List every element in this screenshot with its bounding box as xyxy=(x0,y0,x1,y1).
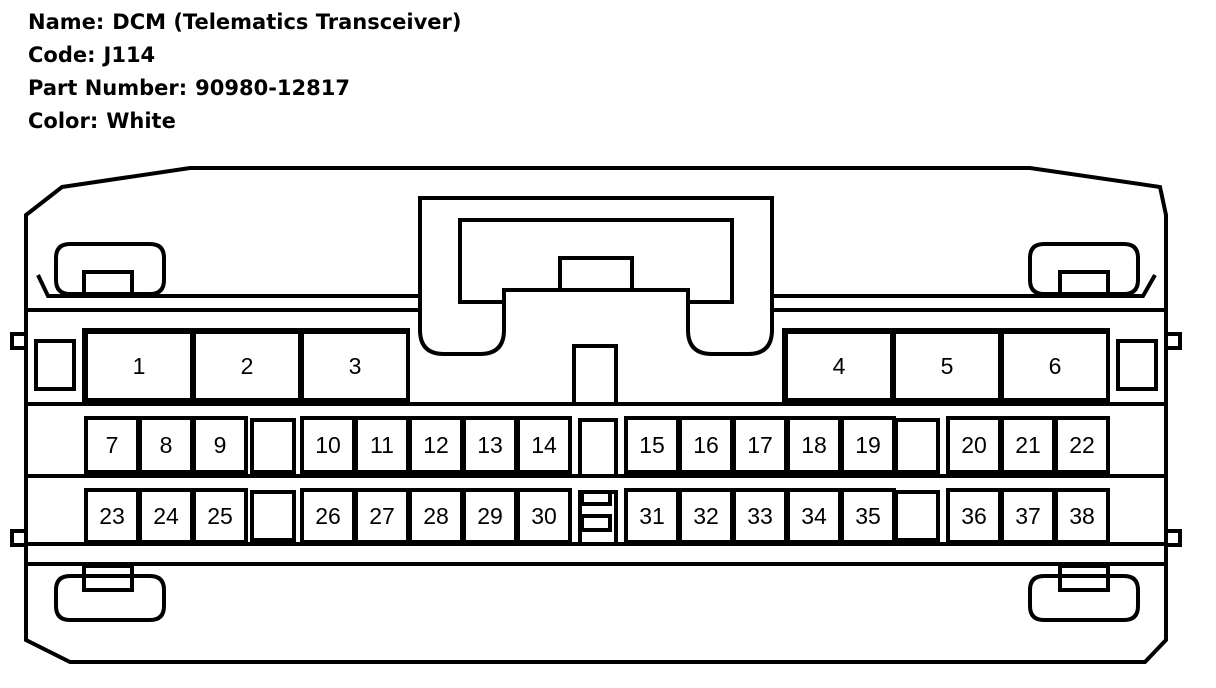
blank-cavity xyxy=(250,490,296,542)
pin-number-label: 33 xyxy=(747,503,773,529)
left-side-tab xyxy=(10,529,28,547)
code-value: J114 xyxy=(103,43,156,67)
pin-number-label: 12 xyxy=(423,432,449,458)
color-label: Color: xyxy=(28,109,99,133)
pin-number-label: 17 xyxy=(747,432,773,458)
pin-cavity xyxy=(1000,330,1110,402)
pin-number-label: 19 xyxy=(855,432,881,458)
connector-info: Name: DCM (Telematics Transceiver) Code: J… xyxy=(28,6,461,138)
blank-cavity xyxy=(894,418,940,474)
name-value: DCM (Telematics Transceiver) xyxy=(112,10,462,34)
bottom-right-latch-tab xyxy=(1058,564,1110,592)
key-rib xyxy=(580,514,612,532)
pin-cavity xyxy=(516,416,572,474)
right-side-tab xyxy=(1164,332,1182,350)
pin-number-label: 38 xyxy=(1069,503,1095,529)
pin-cavity xyxy=(840,488,896,544)
pin-number-label: 13 xyxy=(477,432,503,458)
pin-number-label: 10 xyxy=(315,432,341,458)
pin-number-label: 28 xyxy=(423,503,449,529)
pin-cavity xyxy=(1054,488,1110,544)
pin-number-label: 4 xyxy=(833,353,846,379)
pin-number-label: 5 xyxy=(941,353,954,379)
key-slot-window xyxy=(578,418,618,478)
code-label: Code: xyxy=(28,43,96,67)
name-label: Name: xyxy=(28,10,105,34)
name-row: Name: DCM (Telematics Transceiver) xyxy=(28,6,461,39)
code-row: Code: J114 xyxy=(28,39,461,72)
pin-cavity xyxy=(192,488,248,544)
pin-number-label: 18 xyxy=(801,432,827,458)
pin-number-label: 16 xyxy=(693,432,719,458)
pin-cavity xyxy=(516,488,572,544)
pin-number-label: 32 xyxy=(693,503,719,529)
color-value: White xyxy=(106,109,176,133)
pin-number-label: 31 xyxy=(639,503,665,529)
color-row: Color: White xyxy=(28,105,461,138)
pin-number-label: 6 xyxy=(1049,353,1062,379)
pin-number-label: 30 xyxy=(531,503,557,529)
part-number-label: Part Number: xyxy=(28,76,188,100)
pin-number-label: 36 xyxy=(961,503,987,529)
pin-number-label: 34 xyxy=(801,503,827,529)
pin-number-label: 24 xyxy=(153,503,179,529)
lock-tower-inner xyxy=(458,218,734,304)
key-rib xyxy=(580,490,612,506)
key-slot xyxy=(572,344,618,404)
pin-number-label: 15 xyxy=(639,432,665,458)
pin-number-label: 23 xyxy=(99,503,125,529)
pin-number-label: 2 xyxy=(241,353,254,379)
part-number-value: 90980-12817 xyxy=(195,76,350,100)
pin-number-label: 9 xyxy=(214,432,227,458)
pin-number-label: 37 xyxy=(1015,503,1041,529)
left-side-tab xyxy=(10,332,28,350)
part-number-row: Part Number: 90980-12817 xyxy=(28,72,461,105)
pin-number-label: 3 xyxy=(349,353,362,379)
right-square-window xyxy=(1116,339,1158,391)
pin-number-label: 21 xyxy=(1015,432,1041,458)
pin-number-label: 20 xyxy=(961,432,987,458)
pin-cavity xyxy=(840,416,896,474)
pin-number-label: 22 xyxy=(1069,432,1095,458)
top-right-latch xyxy=(1028,242,1140,296)
top-right-latch-tab xyxy=(1058,270,1110,298)
bottom-left-latch xyxy=(54,574,166,622)
right-side-tab xyxy=(1164,529,1182,547)
pin-number-label: 7 xyxy=(106,432,119,458)
pin-cavity xyxy=(300,330,410,402)
pin-number-label: 25 xyxy=(207,503,233,529)
pin-number-label: 8 xyxy=(160,432,173,458)
pin-number-label: 26 xyxy=(315,503,341,529)
left-square-window xyxy=(34,339,76,391)
pin-number-label: 14 xyxy=(531,432,557,458)
top-left-latch-tab xyxy=(82,270,134,298)
pin-cavity xyxy=(192,416,248,474)
bottom-right-latch xyxy=(1028,574,1140,622)
pin-number-label: 27 xyxy=(369,503,395,529)
blank-cavity xyxy=(894,490,940,542)
pin-cavity xyxy=(1054,416,1110,474)
bottom-left-latch-tab xyxy=(82,564,134,592)
right-shoulder-line xyxy=(772,274,1157,298)
pin-number-label: 35 xyxy=(855,503,881,529)
top-left-latch xyxy=(54,242,166,296)
blank-cavity xyxy=(250,418,296,474)
pin-number-label: 29 xyxy=(477,503,503,529)
pin-number-label: 11 xyxy=(370,432,394,458)
left-shoulder-line xyxy=(36,274,420,298)
pin-number-label: 1 xyxy=(133,353,146,379)
connector-housing-outline xyxy=(24,166,1168,664)
